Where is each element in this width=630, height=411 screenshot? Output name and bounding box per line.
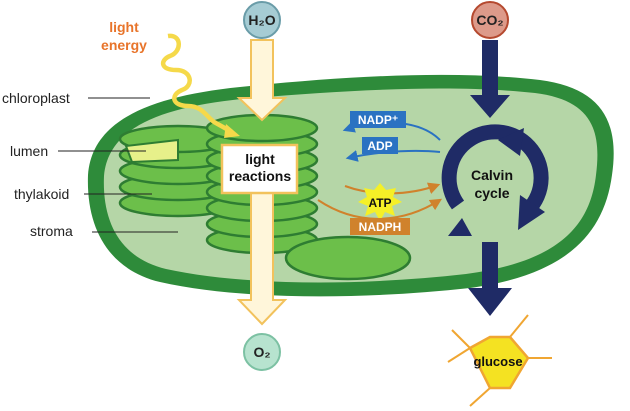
light-energy-arrowhead: [224, 124, 240, 138]
lumen-label: lumen: [10, 143, 48, 159]
calvin-cycle-label-1: Calvin: [471, 167, 513, 183]
calvin-cycle-label-2: cycle: [474, 185, 509, 201]
nadp-plus-label: NADP⁺: [358, 113, 398, 127]
lumen-cutaway: [124, 138, 179, 164]
adp-tag: [362, 137, 398, 154]
glucose-label: glucose: [473, 354, 522, 369]
chloroplast-label: chloroplast: [2, 90, 70, 106]
glucose-arrow: [468, 242, 512, 316]
atp-burst: [358, 183, 402, 221]
h2o-label: H₂O: [248, 12, 275, 28]
stroma-label: stroma: [30, 223, 73, 239]
nadp-plus-tag: [350, 111, 406, 128]
co2-label: CO₂: [476, 12, 503, 28]
o2-label: O₂: [253, 344, 270, 360]
light-energy-label-1: light: [109, 19, 139, 35]
adp-label: ADP: [367, 139, 392, 153]
h2o-molecule: [243, 1, 281, 39]
light-reactions-box: [220, 143, 299, 195]
glucose-molecule: [447, 314, 552, 407]
water-oxygen-arrow: [236, 39, 288, 326]
nadph-tag: [350, 218, 410, 235]
calvin-cycle-ring: [441, 124, 549, 236]
stroma-thylakoid-disk: [284, 235, 412, 281]
co2-molecule: [471, 1, 509, 39]
adp-return-arrow: [345, 149, 441, 162]
light-reactions-label-2: reactions: [229, 168, 291, 184]
atp-label: ATP: [368, 196, 391, 210]
light-reactions-label-1: light: [245, 151, 275, 167]
o2-molecule: [243, 333, 281, 371]
light-energy-label-2: energy: [101, 37, 147, 53]
nadph-label: NADPH: [359, 220, 402, 234]
thylakoid-label: thylakoid: [14, 186, 69, 202]
co2-arrow: [470, 40, 510, 118]
light-energy-wave: [161, 33, 234, 134]
